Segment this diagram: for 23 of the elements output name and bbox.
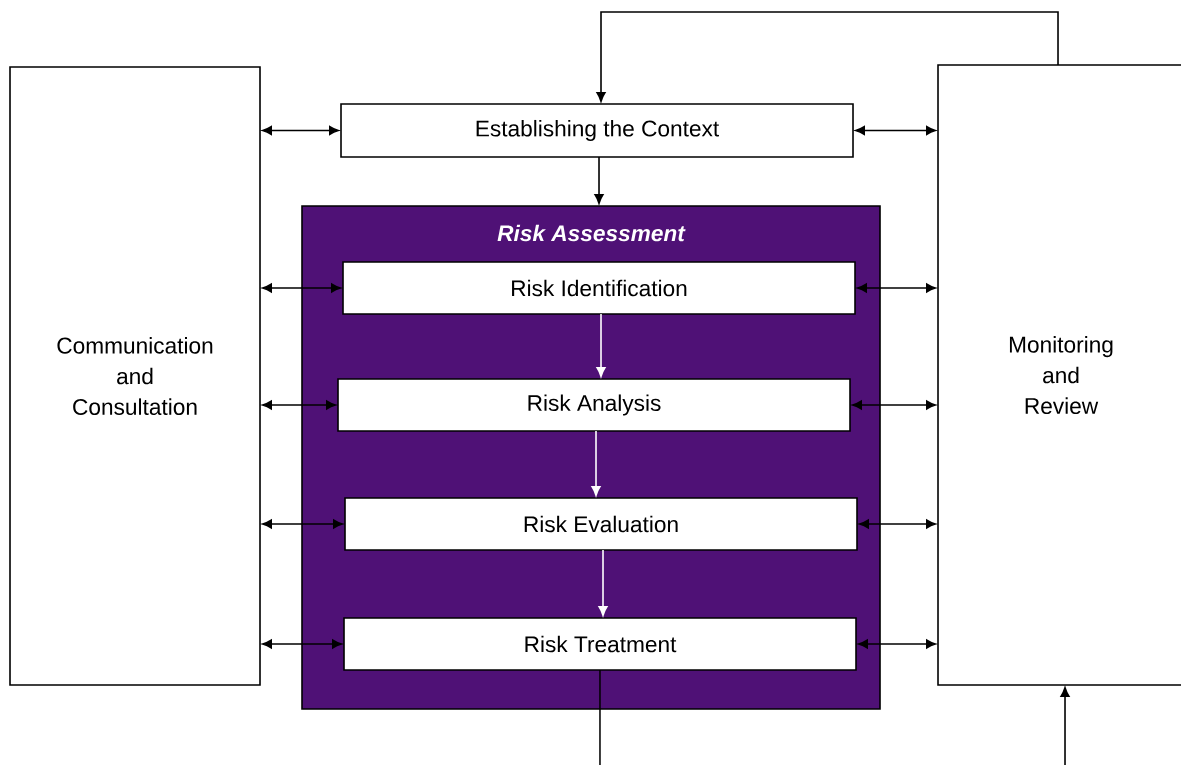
process-box: Risk Treatment	[343, 617, 857, 671]
arrow	[262, 125, 339, 136]
arrow	[594, 156, 604, 204]
arrow	[855, 125, 936, 136]
arrow	[596, 11, 1059, 102]
arrow	[262, 400, 336, 410]
arrow	[1060, 687, 1070, 765]
process-box: Establishing the Context	[340, 103, 854, 158]
arrow	[596, 313, 606, 377]
arrow	[262, 519, 343, 529]
process-box: Communication and Consultation	[9, 66, 261, 686]
arrow	[859, 519, 936, 529]
arrow	[598, 549, 608, 616]
arrow	[857, 283, 936, 293]
process-box: Risk Evaluation	[344, 497, 858, 551]
process-box: Risk Analysis	[337, 378, 851, 432]
process-box: Monitoring and Review	[937, 64, 1181, 686]
arrow	[262, 639, 342, 649]
arrow	[591, 430, 601, 496]
arrow	[852, 400, 936, 410]
arrow	[262, 283, 341, 293]
arrow	[858, 639, 936, 649]
process-box: Risk Identification	[342, 261, 856, 315]
